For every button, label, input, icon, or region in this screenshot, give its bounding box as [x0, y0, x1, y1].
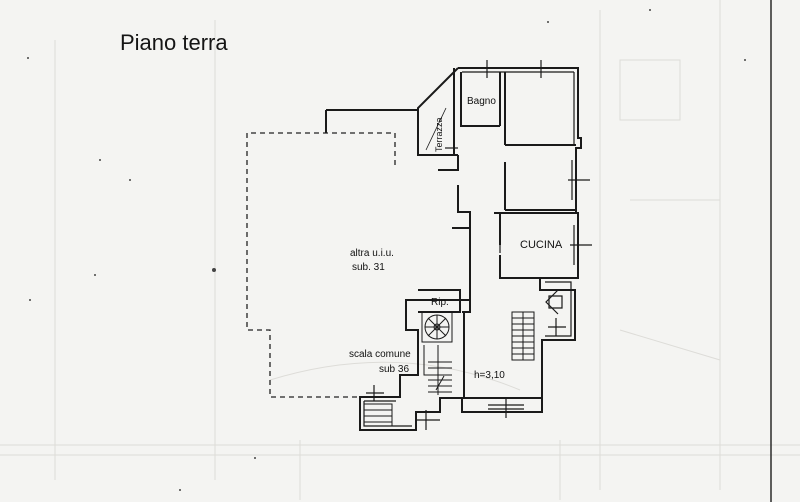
windows	[366, 60, 592, 430]
label-altra-uiu: altra u.i.u.	[350, 248, 394, 259]
walls	[325, 67, 582, 431]
scan-specks	[27, 9, 746, 491]
plan-title: Piano terra	[120, 30, 228, 55]
neighbour-unit-outline	[246, 132, 396, 398]
terrace-edge	[425, 107, 447, 151]
label-cucina: CUCINA	[520, 239, 563, 251]
label-sub36: sub 36	[379, 364, 409, 375]
label-ripostiglio: Rip.	[431, 297, 449, 308]
label-sub31: sub. 31	[352, 262, 385, 273]
label-scala-comune: scala comune	[349, 349, 411, 360]
stair-flight-common	[363, 345, 452, 427]
label-bagno: Bagno	[467, 96, 496, 107]
entrance-symbol	[545, 289, 563, 315]
label-terrazza: Terrazza	[434, 117, 444, 152]
label-height: h=3,10	[474, 370, 505, 381]
spiral-staircase	[421, 311, 453, 343]
stair-flight-right	[511, 311, 535, 361]
